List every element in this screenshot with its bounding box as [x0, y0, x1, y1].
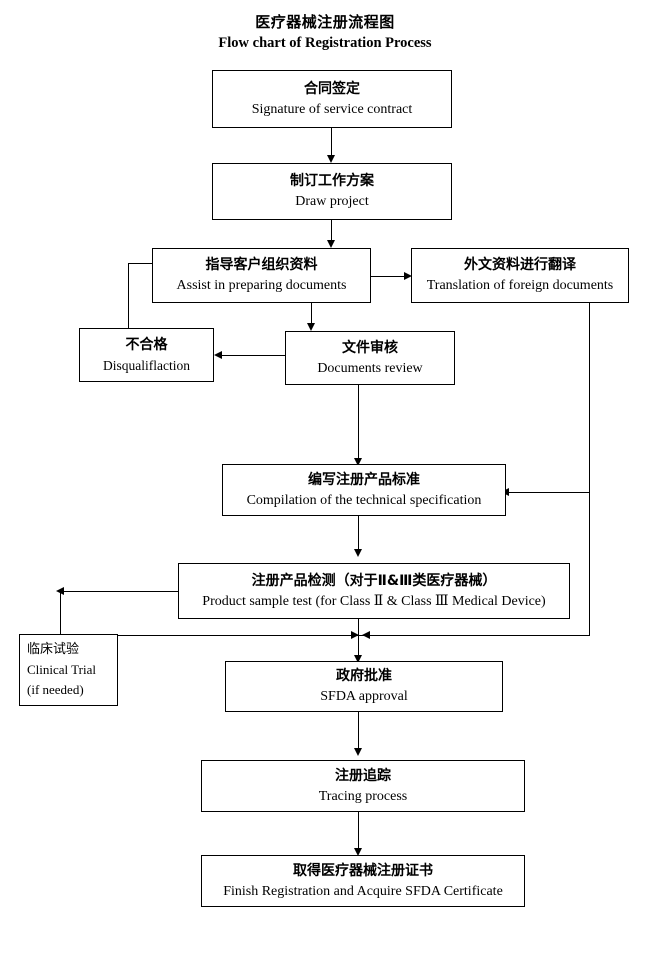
connector-compilation-to-sampletest	[358, 516, 359, 554]
connector-sampletest-to-approval	[358, 619, 359, 663]
connector-contract-to-draw	[331, 128, 332, 158]
arrowhead-assist-in	[326, 240, 335, 248]
node-product-sample-test[interactable]: 注册产品检测（对于Ⅱ&Ⅲ类医疗器械） Product sample test (…	[178, 563, 570, 619]
node-label-note: (if needed)	[27, 682, 84, 697]
node-clinical-trial[interactable]: 临床试验 Clinical Trial (if needed)	[19, 634, 118, 706]
arrowhead-finish-in	[353, 848, 362, 856]
node-label-en: Signature of service contract	[251, 101, 413, 117]
node-label-cn: 注册产品检测（对于Ⅱ&Ⅲ类医疗器械）	[251, 572, 497, 589]
node-label-en: Tracing process	[318, 788, 408, 804]
chart-title: 医疗器械注册流程图 Flow chart of Registration Pro…	[0, 12, 650, 53]
node-label-en: Assist in preparing documents	[176, 278, 347, 293]
node-sfda-approval[interactable]: 政府批准 SFDA approval	[225, 661, 503, 712]
arrowhead-compilation-in	[353, 458, 362, 466]
arrowhead-tracing-in	[353, 748, 362, 756]
node-label-cn: 文件审核	[342, 339, 398, 356]
arrowhead-merge-from-right	[362, 630, 370, 639]
node-assist-in-preparing-documents[interactable]: 指导客户组织资料 Assist in preparing documents	[152, 248, 371, 303]
connector-disqualify-feedback-up	[128, 263, 129, 328]
node-label-cn: 政府批准	[336, 668, 392, 684]
connector-sampletest-to-clinical-v	[60, 591, 61, 635]
connector-right-rail-to-compilation	[506, 492, 590, 493]
node-label-en: SFDA approval	[320, 689, 408, 704]
connector-disqualify-feedback-into-assist	[128, 263, 153, 264]
connector-review-to-disqualify	[219, 355, 286, 356]
node-label-cn: 临床试验	[27, 642, 80, 657]
arrowhead-disqualify-in	[214, 350, 222, 359]
node-label-cn: 指导客户组织资料	[205, 257, 318, 273]
node-compilation-of-technical-specification[interactable]: 编写注册产品标准 Compilation of the technical sp…	[222, 464, 506, 516]
node-label-cn: 不合格	[125, 336, 168, 353]
arrowhead-approval-in	[353, 655, 362, 663]
title-chinese: 医疗器械注册流程图	[255, 13, 395, 31]
connector-assist-to-review	[311, 303, 312, 326]
connector-assist-to-translation	[371, 276, 407, 277]
node-translation-of-foreign-documents[interactable]: 外文资料进行翻译 Translation of foreign document…	[411, 248, 629, 303]
node-label-cn: 合同签定	[304, 80, 360, 97]
node-label-en: Finish Registration and Acquire SFDA Cer…	[223, 883, 503, 899]
arrowhead-clinical-rail-in	[56, 586, 64, 595]
node-label-en: Clinical Trial	[27, 662, 96, 677]
node-tracing-process[interactable]: 注册追踪 Tracing process	[201, 760, 525, 812]
node-documents-review[interactable]: 文件审核 Documents review	[285, 331, 455, 385]
connector-review-to-compilation	[358, 385, 359, 463]
node-label-en: Compilation of the technical specificati…	[246, 492, 482, 508]
arrowhead-merge-from-left	[351, 630, 359, 639]
node-finish-registration[interactable]: 取得医疗器械注册证书 Finish Registration and Acqui…	[201, 855, 525, 907]
arrowhead-translation-in	[404, 271, 412, 280]
node-label-en: Translation of foreign documents	[426, 278, 614, 293]
node-label-en: Product sample test (for Class Ⅱ & Class…	[202, 593, 546, 609]
node-label-en: Disqualiflaction	[103, 357, 190, 373]
arrowhead-review-in	[306, 323, 315, 331]
node-label-cn: 注册追踪	[335, 767, 391, 784]
connector-merge-bar-right	[358, 635, 589, 636]
node-label-en: Documents review	[317, 360, 423, 376]
connector-sampletest-to-clinical-h	[60, 591, 178, 592]
connector-draw-to-assist	[331, 220, 332, 244]
node-label-cn: 制订工作方案	[290, 173, 374, 189]
connector-tracing-to-finish	[358, 812, 359, 854]
node-disqualiflaction[interactable]: 不合格 Disqualiflaction	[79, 328, 214, 382]
arrowhead-sampletest-in	[353, 549, 362, 557]
arrowhead-draw-in	[326, 155, 335, 163]
node-label-en: Draw project	[295, 194, 369, 209]
node-label-cn: 取得医疗器械注册证书	[293, 862, 433, 879]
node-draw-project[interactable]: 制订工作方案 Draw project	[212, 163, 452, 220]
node-signature-of-service-contract[interactable]: 合同签定 Signature of service contract	[212, 70, 452, 128]
node-label-cn: 外文资料进行翻译	[464, 257, 576, 273]
title-english: Flow chart of Registration Process	[218, 35, 432, 51]
connector-approval-to-tracing	[358, 712, 359, 754]
connector-right-rail	[589, 303, 590, 636]
connector-merge-bar-left	[118, 635, 358, 636]
node-label-cn: 编写注册产品标准	[308, 471, 420, 488]
